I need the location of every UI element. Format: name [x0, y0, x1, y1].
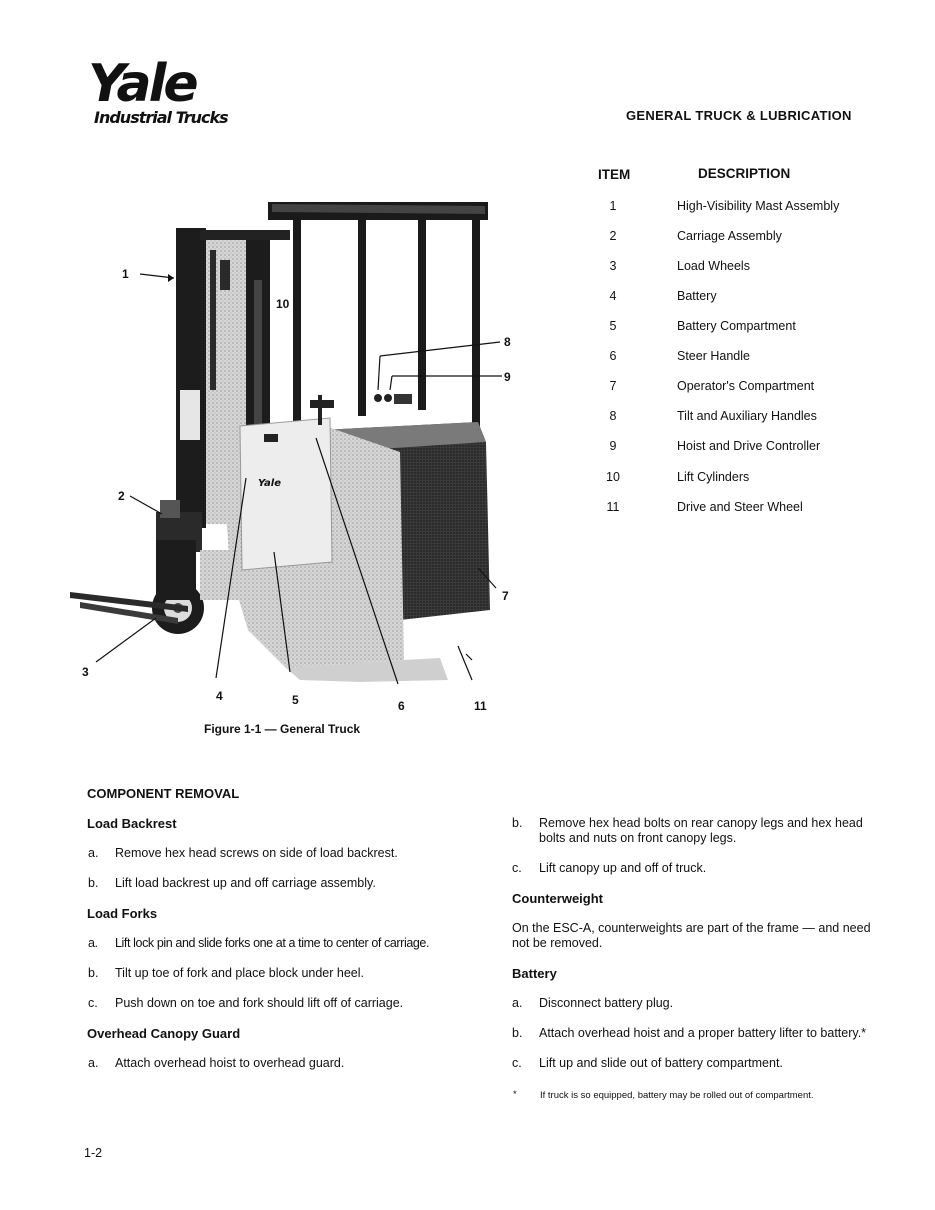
page-number: 1-2	[84, 1146, 103, 1160]
step-letter: b.	[88, 876, 99, 890]
item-number: 6	[609, 349, 617, 363]
step-letter: b.	[88, 966, 99, 980]
overhead-canopy-heading: Overhead Canopy Guard	[87, 1026, 241, 1041]
callout-9: 9	[504, 370, 511, 384]
item-description: Battery Compartment	[677, 319, 796, 333]
step-letter: a.	[88, 846, 99, 860]
item-description: Hoist and Drive Controller	[677, 439, 821, 453]
item-number: 7	[609, 379, 617, 393]
component-removal-heading: COMPONENT REMOVAL	[87, 786, 240, 801]
step-letter: c.	[88, 996, 98, 1010]
item-description: Lift Cylinders	[677, 470, 750, 484]
table-row: 3 Load Wheels	[598, 259, 888, 279]
logo-wordmark: Yale	[88, 54, 199, 114]
logo-tagline: Industrial Trucks	[94, 108, 229, 127]
step-text: Lift canopy up and off of truck.	[539, 861, 707, 875]
callout-6: 6	[398, 699, 405, 713]
item-number: 8	[609, 409, 617, 423]
step-letter: b.	[512, 1026, 523, 1040]
step-text: Lift lock pin and slide forks one at a t…	[115, 936, 430, 950]
footnote-text: If truck is so equipped, battery may be …	[540, 1090, 814, 1101]
battery-heading: Battery	[512, 966, 557, 981]
item-number: 1	[609, 199, 617, 213]
item-number: 11	[606, 500, 620, 514]
step-letter: a.	[88, 1056, 99, 1070]
table-row: 7 Operator's Compartment	[598, 379, 888, 399]
body-decal: Yale	[258, 478, 281, 489]
callout-5: 5	[292, 693, 299, 707]
step-text: Lift load backrest up and off carriage a…	[115, 876, 376, 890]
item-number: 2	[609, 229, 617, 243]
step-letter: c.	[512, 1056, 522, 1070]
step-letter: a.	[88, 936, 98, 950]
callout-4: 4	[216, 689, 223, 703]
callout-7: 7	[502, 589, 509, 603]
step-text: Attach overhead hoist to overhead guard.	[115, 1056, 345, 1070]
item-description: Drive and Steer Wheel	[677, 500, 803, 514]
table-row: 8 Tilt and Auxiliary Handles	[598, 409, 888, 429]
table-row: 4 Battery	[598, 289, 888, 309]
table-row: 2 Carriage Assembly	[598, 229, 888, 249]
counterweight-line-1: On the ESC-A, counterweights are part of…	[512, 921, 871, 935]
item-description: Load Wheels	[677, 259, 750, 273]
step-letter: c.	[512, 861, 522, 875]
callout-10: 10	[276, 297, 290, 311]
general-truck-figure: Yale	[60, 190, 530, 720]
step-text: Lift up and slide out of battery compart…	[539, 1056, 783, 1070]
item-description: Operator's Compartment	[677, 379, 815, 393]
yale-logo: Yale Industrial Trucks	[88, 58, 258, 133]
step-text: Attach overhead hoist and a proper batte…	[539, 1026, 867, 1040]
callout-2: 2	[118, 489, 125, 503]
table-header-item: ITEM	[598, 167, 631, 182]
item-number: 9	[609, 439, 617, 453]
section-header-title: GENERAL TRUCK & LUBRICATION	[626, 108, 852, 123]
item-number: 10	[606, 470, 620, 484]
counterweight-heading: Counterweight	[512, 891, 603, 906]
callout-8: 8	[504, 335, 511, 349]
table-row: 11 Drive and Steer Wheel	[598, 500, 888, 520]
item-number: 3	[609, 259, 617, 273]
footnote-marker: *	[513, 1089, 517, 1100]
load-backrest-heading: Load Backrest	[87, 816, 177, 831]
step-text: Remove hex head bolts on rear canopy leg…	[539, 816, 863, 830]
step-text: Disconnect battery plug.	[539, 996, 674, 1010]
table-row: 9 Hoist and Drive Controller	[598, 439, 888, 459]
load-forks-heading: Load Forks	[87, 906, 158, 921]
item-description: Battery	[677, 289, 717, 303]
table-row: 1 High-Visibility Mast Assembly	[598, 199, 888, 219]
forklift-illustration: Yale	[70, 202, 511, 713]
callout-1: 1	[122, 267, 129, 281]
callout-3: 3	[82, 665, 89, 679]
table-row: 10 Lift Cylinders	[598, 470, 888, 490]
item-description: Carriage Assembly	[677, 229, 782, 243]
table-row: 6 Steer Handle	[598, 349, 888, 369]
step-letter: a.	[512, 996, 523, 1010]
item-description: Steer Handle	[677, 349, 750, 363]
counterweight-line-2: not be removed.	[512, 936, 603, 950]
item-number: 4	[609, 289, 617, 303]
item-description: Tilt and Auxiliary Handles	[677, 409, 817, 423]
item-description: High-Visibility Mast Assembly	[677, 199, 840, 213]
item-number: 5	[609, 319, 617, 333]
table-row: 5 Battery Compartment	[598, 319, 888, 339]
table-header-description: DESCRIPTION	[698, 166, 791, 181]
step-text-continued: bolts and nuts on front canopy legs.	[539, 831, 737, 845]
step-letter: b.	[512, 816, 523, 830]
step-text: Remove hex head screws on side of load b…	[115, 846, 398, 860]
step-text: Tilt up toe of fork and place block unde…	[115, 966, 364, 980]
callout-11: 11	[474, 699, 487, 713]
step-text: Push down on toe and fork should lift of…	[115, 996, 404, 1010]
figure-caption: Figure 1-1 — General Truck	[204, 722, 361, 736]
